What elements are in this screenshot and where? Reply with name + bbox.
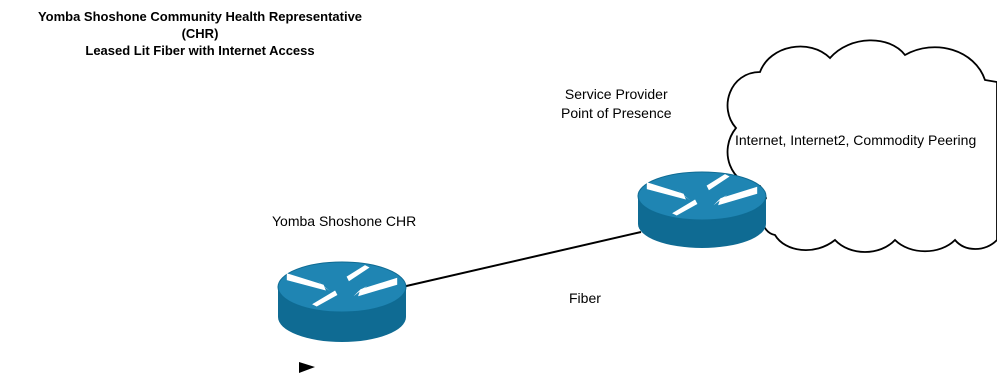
title-line-1: Yomba Shoshone Community Health Represen… [37,9,363,24]
title-line-3: Leased Lit Fiber with Internet Access [85,43,315,58]
cloud-icon [726,39,997,253]
pointer-arrow-icon [299,362,315,373]
chr-label: Yomba Shoshone CHR [272,213,417,229]
router-icon [277,261,407,342]
fiber-link [401,231,642,288]
fiber-label: Fiber [569,290,601,306]
pop-label-line-1: Service Provider [564,86,668,102]
router-icon [637,171,767,248]
pop-label-line-2: Point of Presence [561,105,672,121]
cloud-label: Internet, Internet2, Commodity Peering [735,132,977,148]
diagram-title: Yomba Shoshone Community Health Represen… [0,8,400,59]
title-line-2: (CHR) [181,26,219,41]
pop-label: Service Provider Point of Presence [561,85,672,123]
